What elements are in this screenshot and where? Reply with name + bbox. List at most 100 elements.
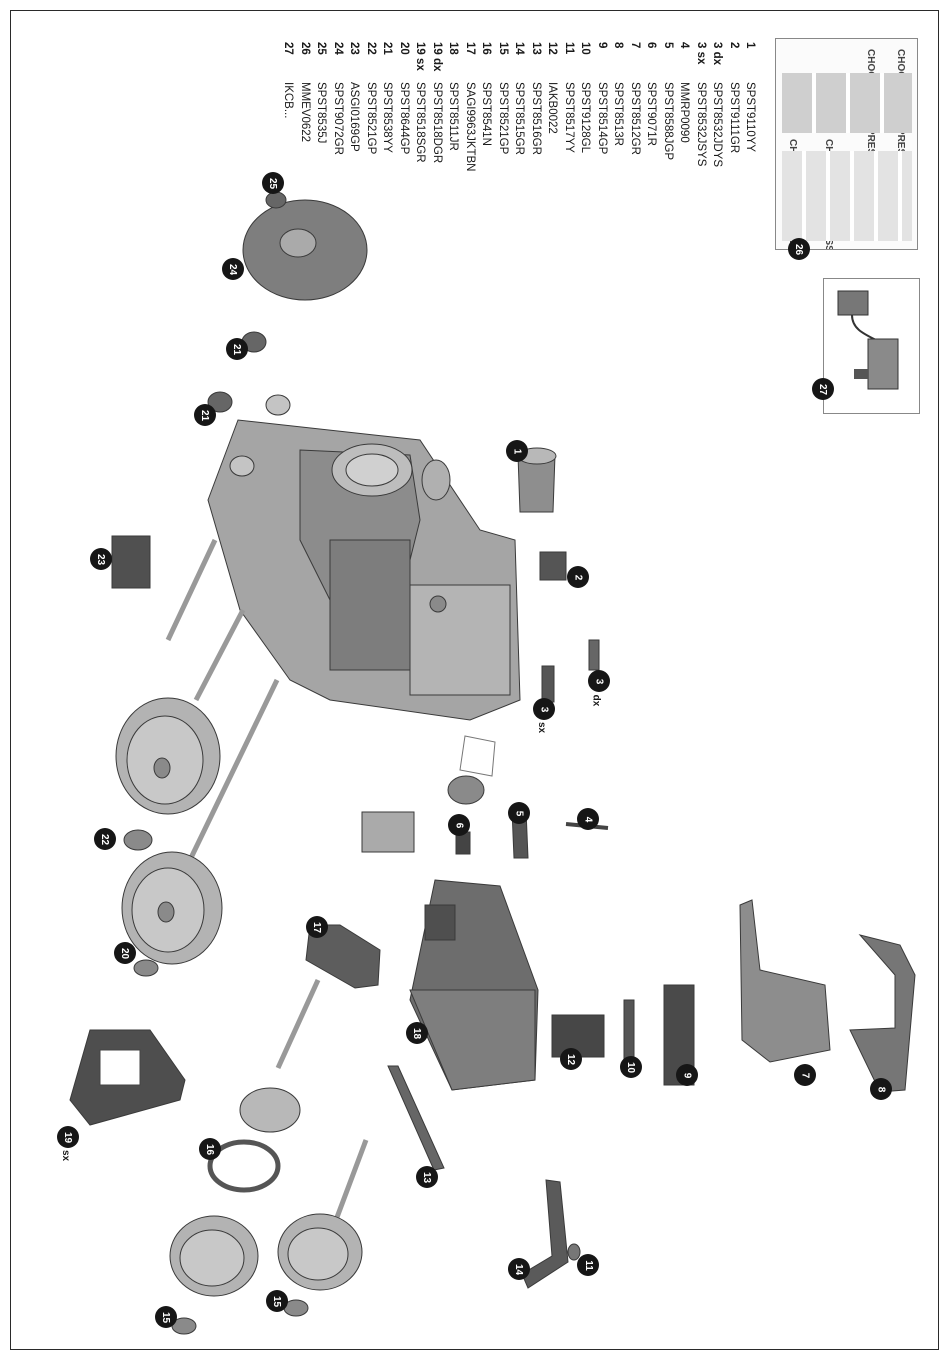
part-code: SPST8532JDYS	[711, 82, 723, 168]
parts-list-row: 14SPST8515GR	[511, 42, 527, 282]
charger-icon	[837, 290, 899, 390]
part-number: 7	[628, 42, 641, 49]
sticker-sheet: CHOO CHOO EXPRESS CHOO CHOO EXPRESS CHOO…	[775, 38, 918, 250]
part-code: IKCB...	[282, 82, 294, 119]
part-number: 16	[480, 42, 492, 55]
part-number: 22	[364, 42, 377, 55]
wheel-big-1	[115, 697, 221, 815]
side-tag-3-dx: dx	[590, 694, 602, 707]
callout-17: 17	[306, 916, 328, 938]
part-number: 17	[463, 42, 476, 55]
parts-list-entry: 13SPST8516GR	[528, 42, 544, 155]
parts-list-row: 24SPST9072GR	[330, 42, 346, 282]
part-code: SPST9071R	[645, 82, 657, 146]
part-code: SPST9128GL	[579, 82, 591, 153]
part-code: SPST9110YY	[744, 82, 756, 153]
parts-list-entry: 1SPST9110YY	[742, 42, 758, 152]
parts-list-entry: 12IAKB0022	[544, 42, 560, 134]
callout-20: 20	[114, 942, 136, 964]
parts-list-entry: 4MMRP0090	[676, 42, 692, 143]
part-code: SPST8518DGR	[430, 82, 443, 164]
parts-list-entry: 27IKCB...	[280, 42, 296, 118]
parts-list-entry: 16SPST8541N	[478, 42, 494, 146]
callout-9: 9	[676, 1064, 698, 1086]
part-code: ASGI0169GP	[348, 82, 360, 152]
part-code: SPST8512GR	[628, 82, 641, 155]
parts-list-entry: 5SPST8588JGP	[660, 42, 676, 160]
parts-list-entry: 14SPST8515GR	[511, 42, 527, 155]
parts-list-entry: 26MMEV0622	[297, 42, 313, 142]
callout-13: 13	[416, 1166, 438, 1188]
parts-list-entry: 11SPST8517YY	[561, 42, 577, 153]
parts-list-entry: 10SPST9128GL	[577, 42, 593, 153]
callout-7: 7	[794, 1064, 816, 1086]
part-number: 8	[612, 42, 624, 49]
part-number: 19 sx	[414, 42, 426, 71]
parts-list-row: 6SPST9071R	[643, 42, 659, 282]
parts-list-entry: 15SPST8521GP	[495, 42, 511, 154]
part-number: 23	[348, 42, 360, 55]
parts-list-row: 17SAGI9963JKTBN	[462, 42, 478, 282]
callout-18: 18	[406, 1022, 428, 1044]
parts-list-row: 1SPST9110YY	[742, 42, 758, 282]
part-number: 13	[529, 42, 542, 55]
page-frame	[10, 10, 939, 1350]
parts-list-row: 18SPST8511JR	[445, 42, 461, 282]
charger-box	[823, 278, 920, 414]
parts-list-entry: 17SAGI9963JKTBN	[462, 42, 478, 171]
part-code: SPST8513R	[612, 82, 624, 146]
callout-25: 25	[262, 172, 284, 194]
part-code: SPST9072GR	[331, 82, 344, 155]
part-code: SPST8541N	[480, 82, 492, 146]
part-code: SPST8518SGR	[414, 82, 426, 163]
callout-1: 1	[506, 440, 528, 462]
parts-list-row: 12IAKB0022	[544, 42, 560, 282]
part-code: SPST8514GP	[595, 82, 608, 155]
parts-list-row: 19 dxSPST8518DGR	[429, 42, 445, 282]
callout-6: 6	[448, 814, 470, 836]
locomotive-body	[207, 394, 521, 721]
callout-21-a: 21	[226, 338, 248, 360]
parts-list-row: 2SPST9111GR	[726, 42, 742, 282]
part-number: 11	[562, 42, 575, 55]
wheel-small-2	[277, 1213, 363, 1291]
parts-list-row: 25SPST8535J	[313, 42, 329, 282]
part-code: SPST8521GP	[496, 82, 509, 155]
part-code: SPST8538YY	[381, 82, 393, 153]
parts-list-entry: 19 dxSPST8518DGR	[429, 42, 445, 163]
parts-list-entry: 6SPST9071R	[643, 42, 659, 146]
part-number: 24	[331, 42, 344, 55]
part-number: 3 sx	[694, 42, 707, 65]
wheel-big-2	[121, 851, 223, 965]
callout-15-a: 15	[155, 1306, 177, 1328]
parts-list-row: 3 sx SPST8532JSYS	[693, 42, 709, 282]
parts-list-row: 16SPST8541N	[478, 42, 494, 282]
parts-list-entry: 23ASGI0169GP	[346, 42, 362, 152]
part-code: SPST8516GR	[529, 82, 542, 155]
sticker-panels	[782, 151, 912, 241]
callout-27: 27	[812, 378, 834, 400]
callout-23: 23	[90, 548, 112, 570]
part-code: MMEV0622	[298, 82, 311, 143]
parts-list-row: 19 sx SPST8518SGR	[412, 42, 428, 282]
part-2-switch	[539, 551, 567, 581]
part-number: 2	[727, 42, 740, 49]
parts-list-entry: 9SPST8514GP	[594, 42, 610, 154]
parts-list-entry: 18SPST8511JR	[445, 42, 461, 151]
parts-list-row: 26MMEV0622	[297, 42, 313, 282]
part-code: SPST8521GP	[364, 82, 377, 155]
parts-list-entry: 22SPST8521GP	[363, 42, 379, 154]
parts-list-entry: 19 sx SPST8518SGR	[412, 42, 428, 163]
callout-22: 22	[94, 828, 116, 850]
part-number: 26	[298, 42, 311, 55]
parts-list-entry: 20SPST8644GP	[396, 42, 412, 154]
callout-8: 8	[870, 1078, 892, 1100]
parts-list-entry: 7SPST8512GR	[627, 42, 643, 155]
part-number: 12	[546, 42, 558, 55]
parts-list-row: 7SPST8512GR	[627, 42, 643, 282]
part-code: SPST8532JSYS	[694, 82, 707, 167]
part-number: 14	[513, 42, 525, 55]
parts-list-row: 9SPST8514GP	[594, 42, 610, 282]
parts-list-entry: 3 dxSPST8532JDYS	[709, 42, 725, 167]
